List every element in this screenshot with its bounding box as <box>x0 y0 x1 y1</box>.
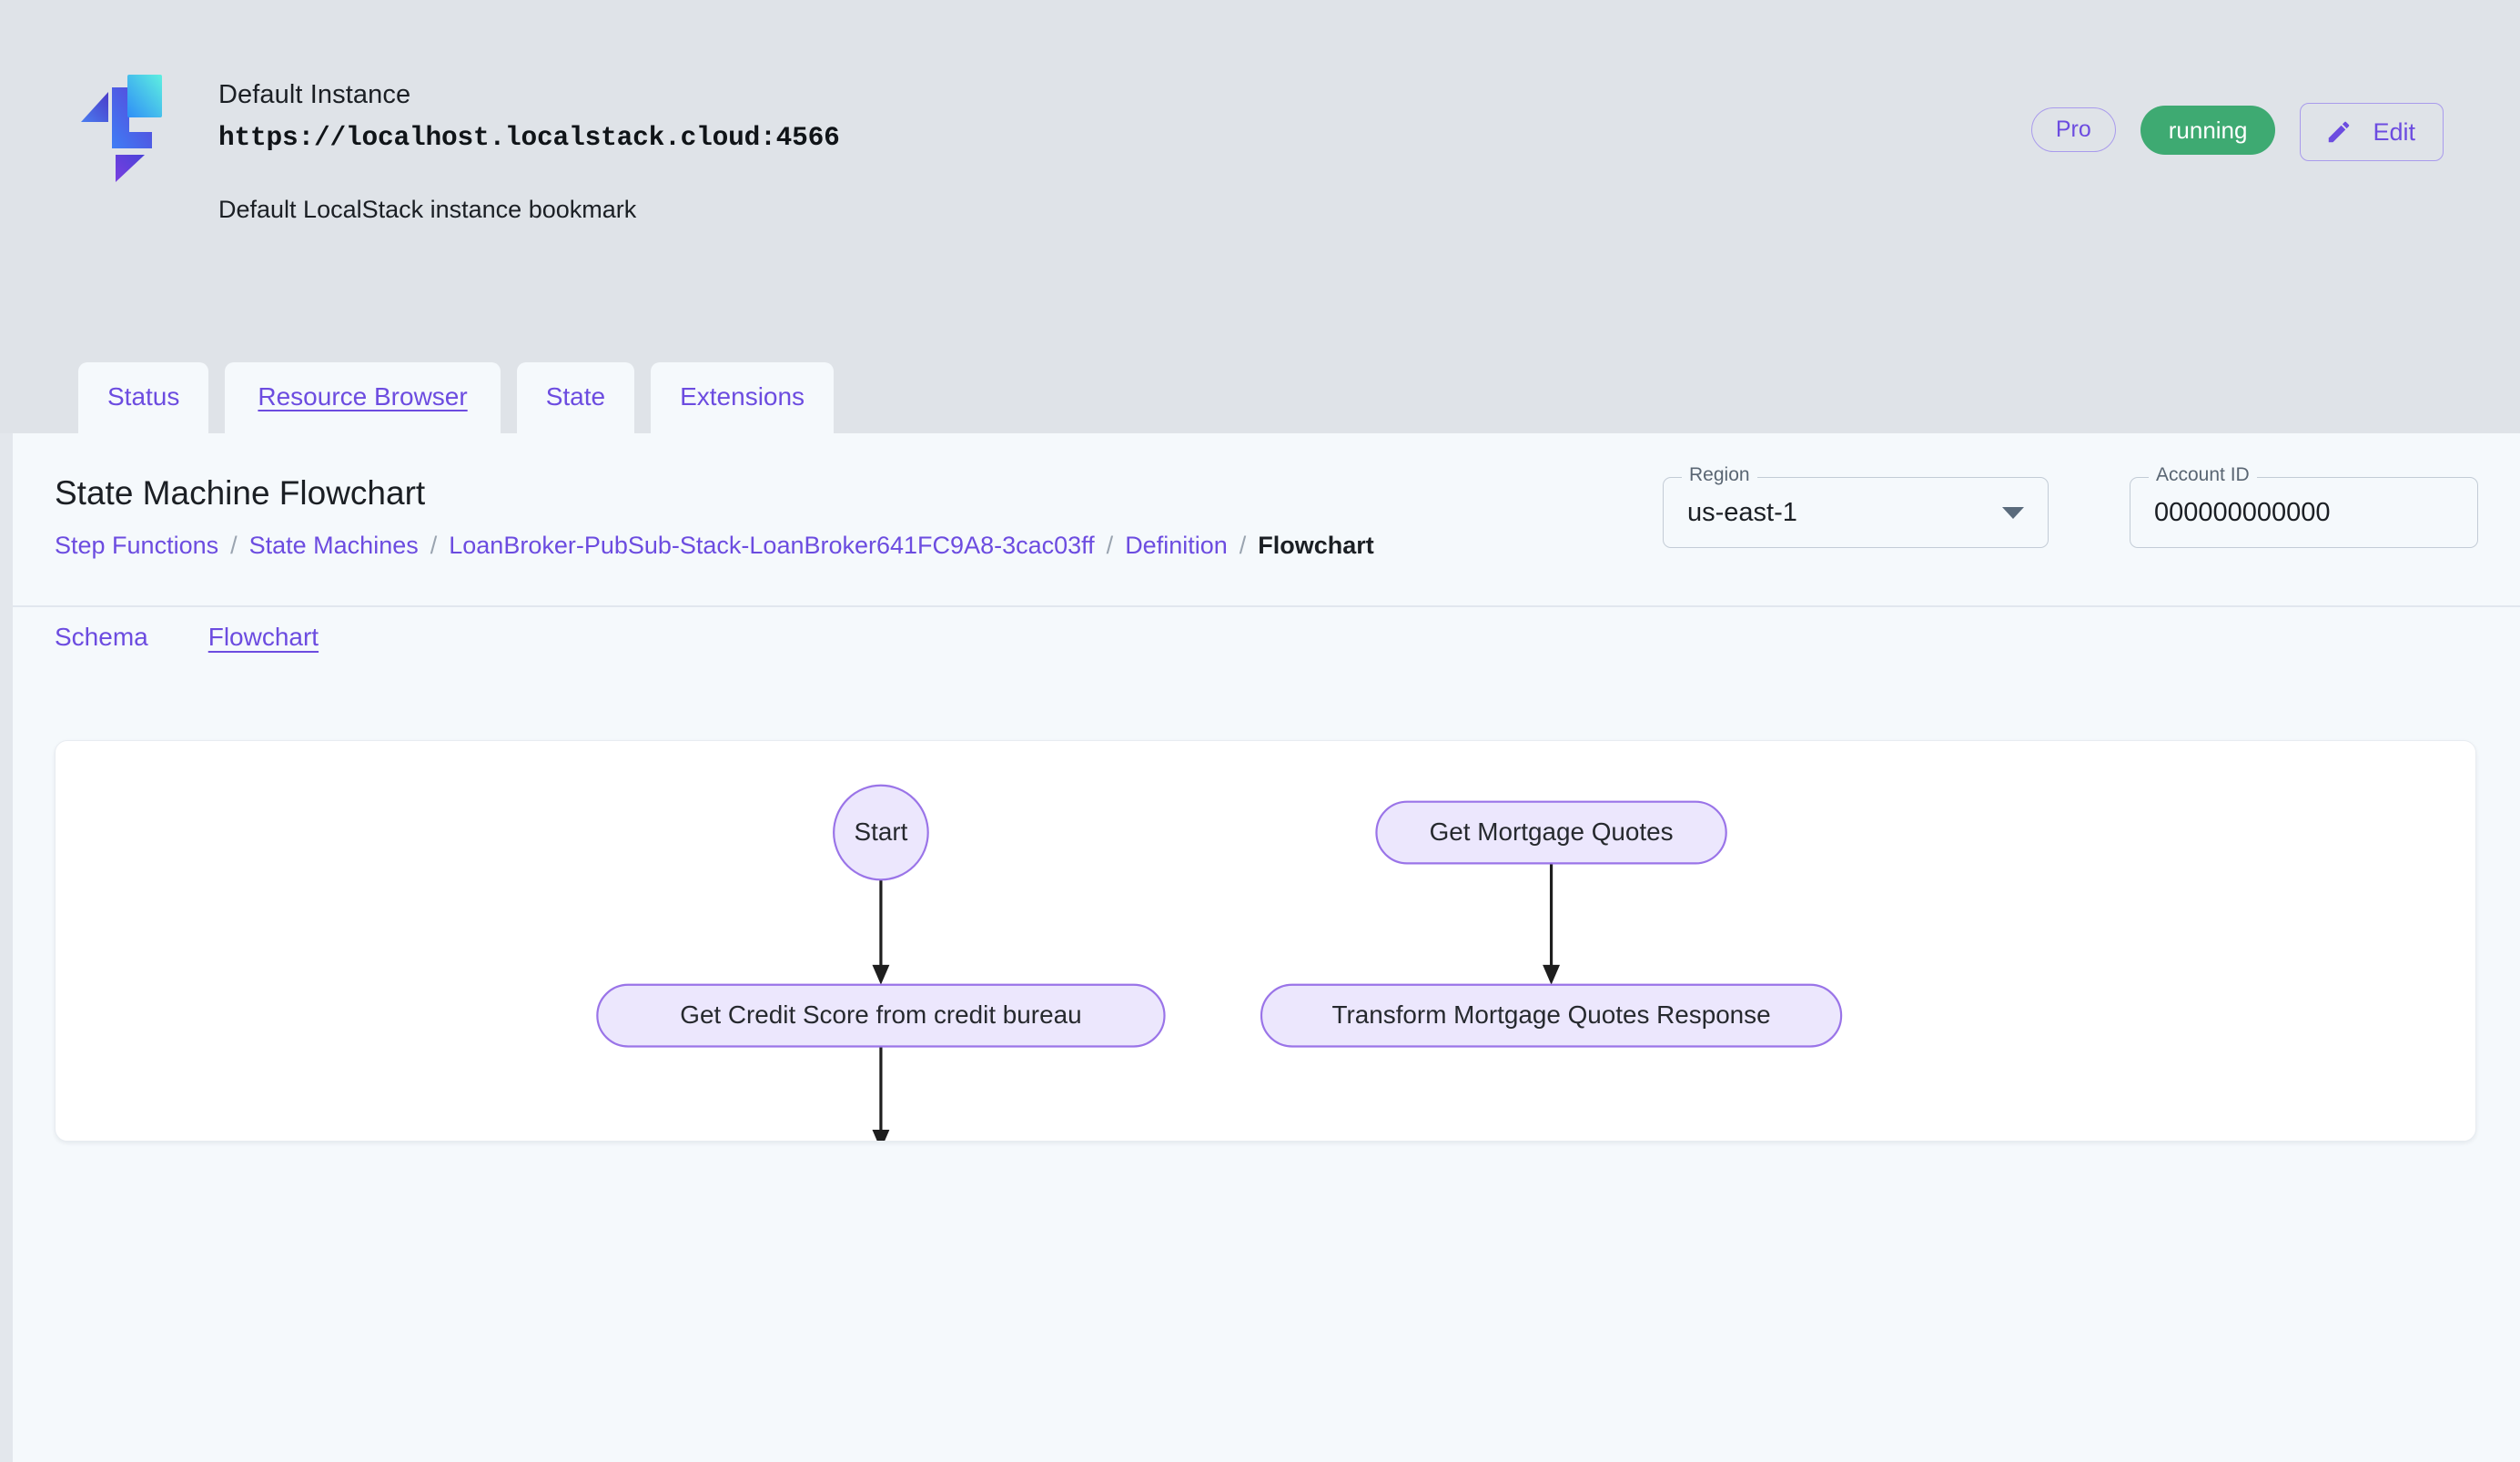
flowchart-node-label: Get Credit Score from credit bureau <box>680 1000 1081 1029</box>
pro-badge[interactable]: Pro <box>2030 107 2116 152</box>
edit-button[interactable]: Edit <box>2300 103 2444 161</box>
flowchart-node-label: Get Mortgage Quotes <box>1430 817 1674 846</box>
flowchart-node-transform[interactable]: Transform Mortgage Quotes Response <box>1260 983 1843 1048</box>
subtab-schema[interactable]: Schema <box>55 623 148 651</box>
chevron-down-icon[interactable] <box>2002 506 2024 519</box>
breadcrumb-separator: / <box>230 532 238 559</box>
flowchart-node-getquotes[interactable]: Get Mortgage Quotes <box>1375 800 1727 865</box>
flowchart-node-label: Start <box>855 817 908 846</box>
localstack-logo-icon <box>78 75 166 182</box>
instance-url: https://localhost.localstack.cloud:4566 <box>218 122 840 154</box>
breadcrumb-separator: / <box>1106 532 1114 559</box>
flowchart-arrowhead <box>1543 964 1561 985</box>
account-id-field[interactable]: Account ID 000000000000 <box>2130 465 2478 548</box>
flowchart-node-credit[interactable]: Get Credit Score from credit bureau <box>596 983 1166 1048</box>
breadcrumb-item-definition[interactable]: Definition <box>1125 532 1228 559</box>
flowchart-edges <box>872 863 1561 1141</box>
tab-status[interactable]: Status <box>78 362 209 433</box>
breadcrumb: Step Functions / State Machines / LoanBr… <box>55 533 1374 558</box>
tab-state[interactable]: State <box>516 362 635 433</box>
breadcrumb-separator: / <box>430 532 438 559</box>
tab-extensions[interactable]: Extensions <box>651 362 835 433</box>
region-value: us-east-1 <box>1687 497 1797 527</box>
account-id-label: Account ID <box>2149 465 2257 484</box>
region-label: Region <box>1682 465 1757 484</box>
left-rail-lower <box>0 433 13 1462</box>
breadcrumb-item-step-functions[interactable]: Step Functions <box>55 532 219 559</box>
flowchart-node-label: Transform Mortgage Quotes Response <box>1332 1000 1771 1029</box>
status-badge: running <box>2140 105 2276 155</box>
instance-description: Default LocalStack instance bookmark <box>218 196 637 224</box>
edit-button-label: Edit <box>2373 117 2415 146</box>
content-area: State Machine Flowchart Step Functions /… <box>13 433 2520 1462</box>
instance-header: Default Instance https://localhost.local… <box>0 0 2520 433</box>
subtab-flowchart[interactable]: Flowchart <box>207 623 319 651</box>
main-tabs: Status Resource Browser State Extensions <box>78 362 835 433</box>
flowchart-arrowhead <box>872 964 890 985</box>
breadcrumb-item-state-machines[interactable]: State Machines <box>248 532 419 559</box>
instance-summary: Default Instance https://localhost.local… <box>78 75 840 224</box>
page-header: State Machine Flowchart Step Functions /… <box>13 433 2520 605</box>
page-title: State Machine Flowchart <box>55 474 426 512</box>
flowchart-arrowhead <box>872 1130 890 1141</box>
flowchart-node-start[interactable]: Start <box>833 784 929 881</box>
breadcrumb-item-state-machine-name[interactable]: LoanBroker-PubSub-Stack-LoanBroker641FC9… <box>449 532 1095 559</box>
pencil-icon <box>2325 118 2353 146</box>
tab-resource-browser[interactable]: Resource Browser <box>225 362 501 433</box>
header-divider <box>13 605 2520 607</box>
breadcrumb-separator: / <box>1239 532 1247 559</box>
header-controls: Pro running Edit <box>2030 98 2444 161</box>
view-subtabs: Schema Flowchart <box>55 624 319 650</box>
region-select[interactable]: Region us-east-1 <box>1663 465 2049 548</box>
instance-name: Default Instance <box>218 80 411 109</box>
account-id-value[interactable]: 000000000000 <box>2154 497 2331 527</box>
breadcrumb-item-flowchart: Flowchart <box>1258 532 1374 559</box>
